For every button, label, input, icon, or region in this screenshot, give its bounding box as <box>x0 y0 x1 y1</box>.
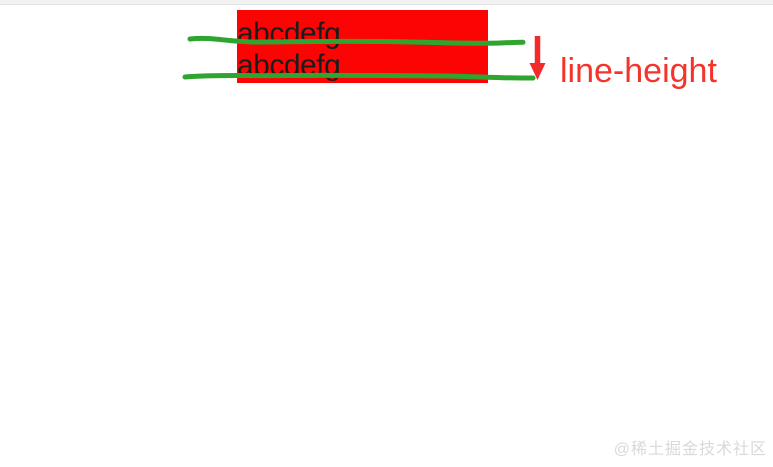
top-border <box>0 0 773 5</box>
demo-text-line-2: abcdefg <box>237 49 341 82</box>
highlight-box <box>237 10 488 83</box>
demo-text-block: abcdefg abcdefg <box>237 17 341 82</box>
demo-text-line-1: abcdefg <box>237 17 341 50</box>
line-height-label: line-height <box>560 52 717 90</box>
arrow-down-head <box>529 63 546 80</box>
arrow-down-icon <box>529 36 546 80</box>
watermark: @稀土掘金技术社区 <box>613 441 767 458</box>
